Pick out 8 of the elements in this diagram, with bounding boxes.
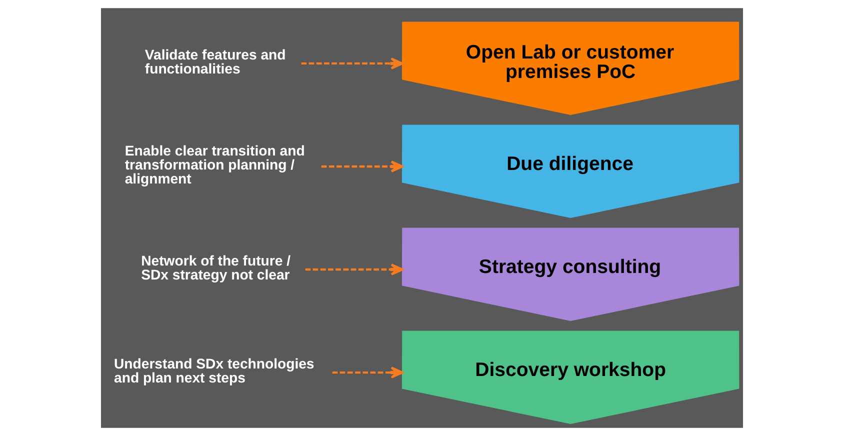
node-text: Understand SDx technologies and plan next steps <box>114 356 314 386</box>
node-text: Network of the future / SDx strategy not clear <box>140 252 290 283</box>
arrow <box>304 264 403 276</box>
node-text: Enable clear transition and transformation planning / alignment <box>124 142 304 187</box>
arrow <box>332 366 403 378</box>
arrow <box>300 58 403 70</box>
arrow <box>320 160 403 172</box>
node-text: Validate features and functionalities <box>144 46 286 77</box>
